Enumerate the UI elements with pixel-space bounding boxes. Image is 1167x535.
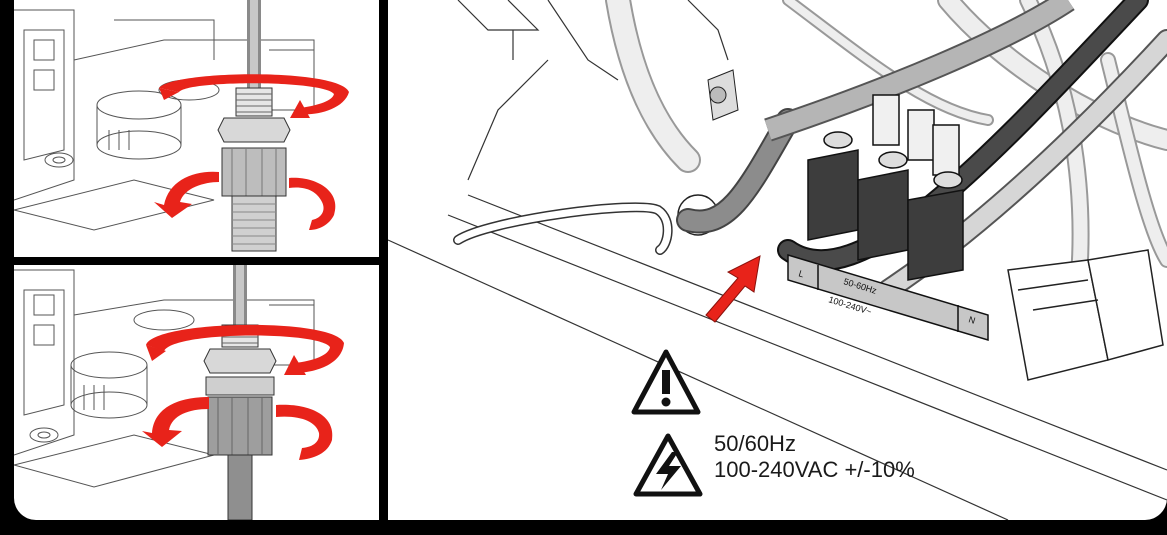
power-frequency-label: 50/60Hz bbox=[714, 431, 796, 456]
gland-step-2-illustration bbox=[14, 265, 344, 520]
rotation-arrow-icon bbox=[154, 74, 349, 230]
terminal-block bbox=[787, 94, 989, 342]
terminal-label-l: L bbox=[797, 268, 805, 279]
gland-step-1-panel bbox=[14, 0, 379, 257]
gland-step-1-illustration bbox=[14, 0, 349, 252]
power-voltage-label: 100-240VAC +/-10% bbox=[714, 457, 915, 482]
insertion-arrow-icon bbox=[705, 255, 761, 323]
terminal-wiring-panel: L 50-60Hz 100-240V~ N bbox=[388, 0, 1167, 520]
gland-step-2-panel bbox=[14, 265, 379, 520]
terminal-wiring-illustration: L 50-60Hz 100-240V~ N bbox=[388, 0, 1167, 520]
warning-icon bbox=[631, 349, 701, 415]
rotation-arrow-icon bbox=[142, 324, 344, 460]
terminal-label-n: N bbox=[967, 314, 976, 325]
electrical-hazard-icon bbox=[633, 433, 703, 497]
